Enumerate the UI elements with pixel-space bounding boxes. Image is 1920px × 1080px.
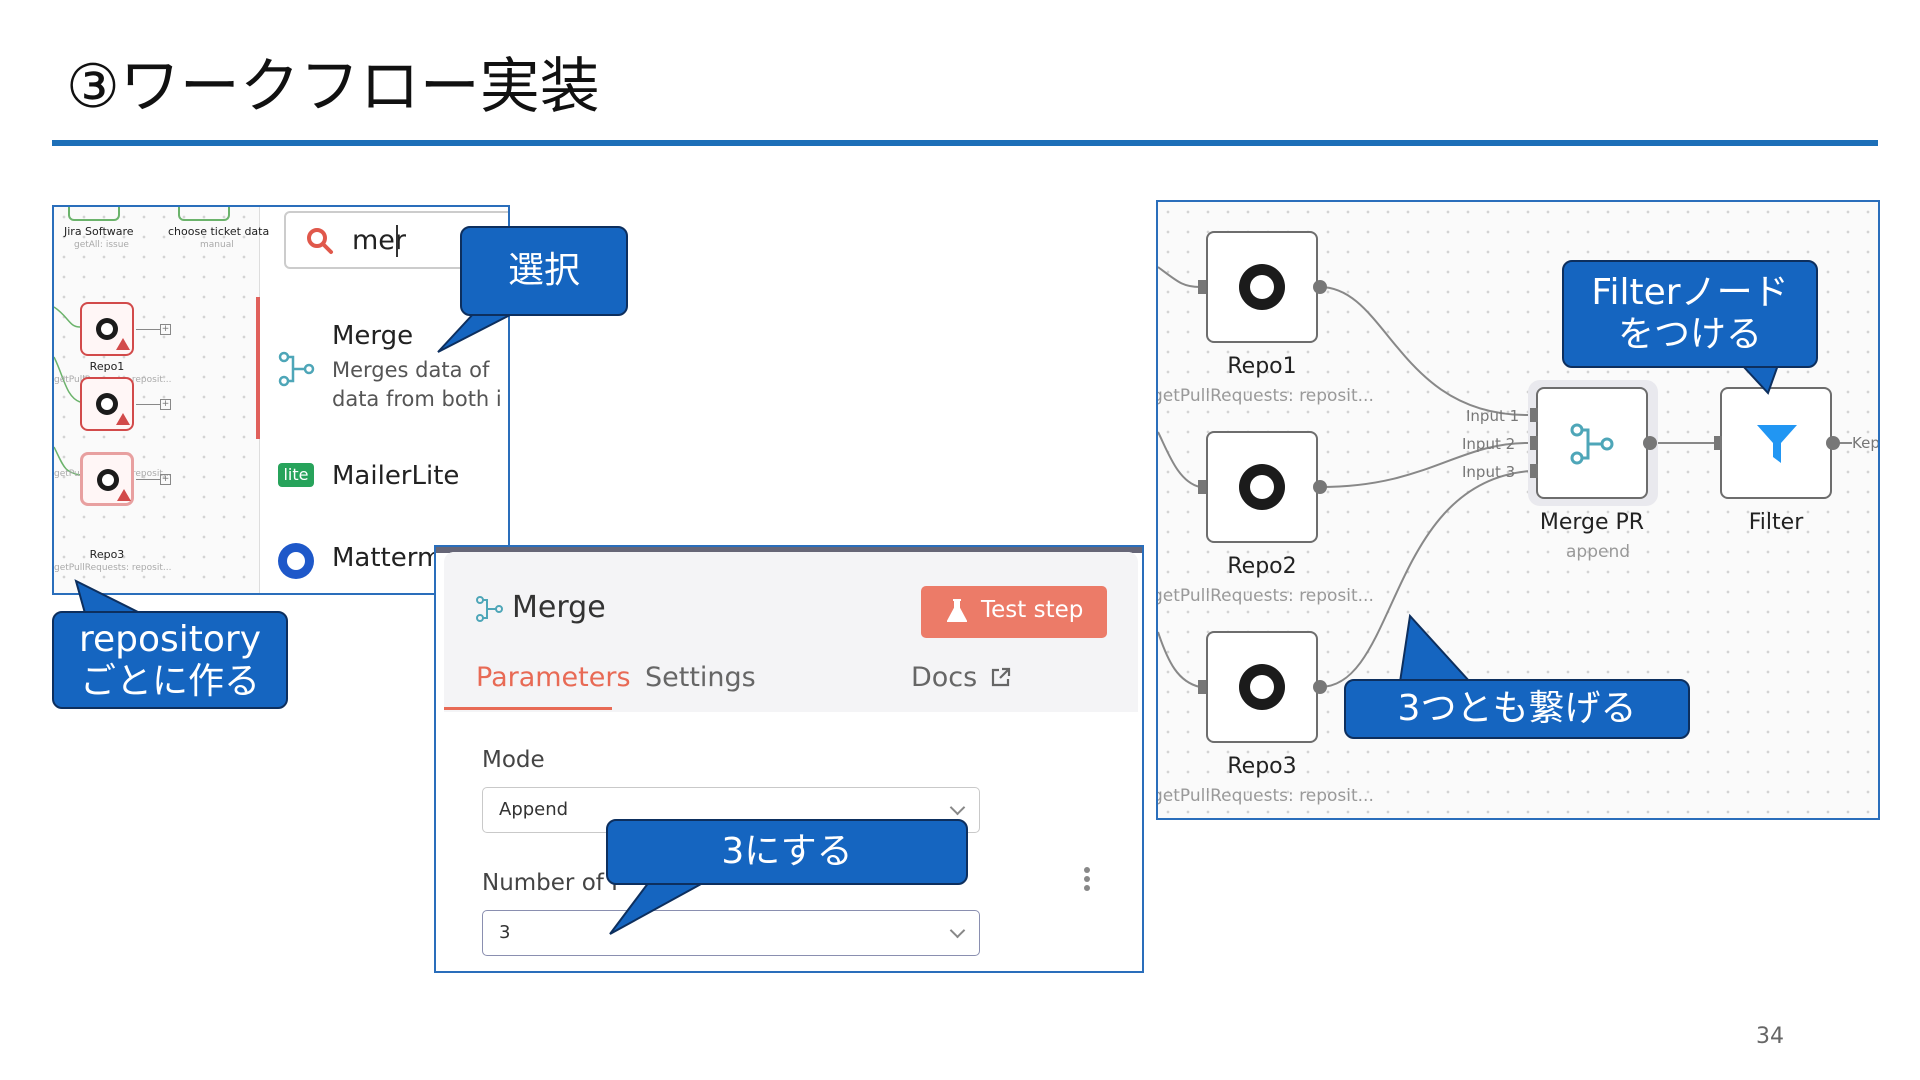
mini-repo3-node[interactable] bbox=[80, 452, 134, 506]
merge-icon bbox=[1570, 423, 1614, 465]
text-caret bbox=[396, 225, 398, 257]
jira-node-sub: getAll: issue bbox=[74, 240, 129, 250]
merge-pr-sub: append bbox=[1566, 542, 1631, 562]
github-icon bbox=[96, 318, 118, 340]
output-port[interactable] bbox=[1643, 436, 1657, 450]
github-icon bbox=[1239, 464, 1285, 510]
repo3-sub: getPullRequests: reposit... bbox=[1156, 786, 1374, 806]
output-port[interactable] bbox=[1313, 480, 1327, 494]
input-1-label: Input 1 bbox=[1466, 407, 1520, 425]
page-number: 34 bbox=[1756, 1024, 1784, 1049]
merge-pr-label: Merge PR bbox=[1539, 510, 1645, 535]
add-node-plus-icon[interactable]: + bbox=[160, 324, 171, 335]
mini-repo3-label: Repo3 bbox=[89, 548, 125, 561]
tab-settings[interactable]: Settings bbox=[645, 662, 756, 693]
repo2-node[interactable] bbox=[1206, 431, 1318, 543]
workflow-connections bbox=[1158, 266, 1852, 688]
callout-select-text: 選択 bbox=[507, 250, 580, 291]
choose-ticket-sub: manual bbox=[200, 240, 234, 250]
mode-value: Append bbox=[499, 799, 569, 820]
callout-repository-line1: repository bbox=[78, 619, 262, 660]
slide-title: ③ワークフロー実装 bbox=[66, 52, 600, 122]
jira-node-label: Jira Software bbox=[64, 225, 134, 238]
node-picker-screenshot: Jira Software getAll: issue choose ticke… bbox=[52, 205, 510, 595]
result-merge-desc-line2: data from both i bbox=[332, 387, 502, 411]
input-2-label: Input 2 bbox=[1462, 435, 1516, 453]
repo2-sub: getPullRequests: reposit... bbox=[1156, 586, 1374, 606]
choose-ticket-node-stub[interactable] bbox=[178, 207, 230, 221]
tab-docs[interactable]: Docs bbox=[911, 662, 1012, 693]
repo1-label: Repo1 bbox=[1227, 354, 1297, 379]
callout-set-three: 3にする bbox=[606, 819, 968, 885]
title-rule bbox=[52, 140, 1878, 146]
merge-node-panel: Merge Test step Parameters Settings Docs… bbox=[444, 552, 1138, 971]
number-inputs-label: Number of I bbox=[482, 870, 618, 896]
repo1-node[interactable] bbox=[1206, 231, 1318, 343]
mini-repo1-node[interactable] bbox=[80, 302, 134, 356]
number-inputs-value: 3 bbox=[499, 922, 511, 943]
docs-label: Docs bbox=[911, 662, 978, 693]
warning-icon bbox=[117, 489, 131, 501]
flask-icon bbox=[947, 599, 967, 622]
result-mailerlite-title[interactable]: MailerLite bbox=[332, 461, 460, 491]
number-inputs-select[interactable]: 3 bbox=[482, 910, 980, 956]
result-merge-title[interactable]: Merge bbox=[332, 321, 414, 351]
callout-set-three-text: 3にする bbox=[721, 831, 853, 872]
test-step-button[interactable]: Test step bbox=[921, 586, 1107, 638]
selected-result-indicator bbox=[256, 297, 260, 439]
options-kebab-icon[interactable] bbox=[1084, 867, 1090, 891]
merge-pr-node[interactable] bbox=[1536, 387, 1648, 499]
merge-icon bbox=[476, 596, 503, 622]
add-node-plus-icon[interactable]: + bbox=[160, 399, 171, 410]
github-icon bbox=[1239, 664, 1285, 710]
warning-icon bbox=[116, 338, 130, 350]
filter-icon bbox=[1757, 425, 1797, 463]
panel-title: Merge bbox=[512, 590, 606, 625]
github-icon bbox=[1239, 264, 1285, 310]
github-icon bbox=[96, 393, 118, 415]
output-port[interactable] bbox=[1313, 280, 1327, 294]
tab-parameters[interactable]: Parameters bbox=[476, 662, 631, 693]
add-node-plus-icon[interactable]: + bbox=[160, 474, 171, 485]
filter-node[interactable] bbox=[1720, 387, 1832, 499]
mini-workflow-canvas: Jira Software getAll: issue choose ticke… bbox=[54, 207, 269, 593]
active-tab-underline bbox=[444, 707, 612, 710]
callout-add-filter-line2: をつける bbox=[1617, 314, 1762, 355]
mailerlite-icon: lite bbox=[278, 463, 314, 487]
warning-icon bbox=[116, 413, 130, 425]
filter-kept-output-label: Kep bbox=[1852, 434, 1880, 452]
choose-ticket-label: choose ticket data bbox=[168, 225, 270, 238]
test-step-label: Test step bbox=[981, 597, 1084, 623]
merge-node-panel-screenshot: Merge Test step Parameters Settings Docs… bbox=[434, 545, 1144, 973]
repo3-label: Repo3 bbox=[1227, 754, 1297, 779]
mini-repo1-label: Repo1 bbox=[89, 360, 125, 373]
repo2-label: Repo2 bbox=[1227, 554, 1297, 579]
callout-connect-all-text: 3つとも繋げる bbox=[1397, 688, 1637, 729]
callout-connect-all: 3つとも繋げる bbox=[1344, 679, 1690, 739]
callout-select: 選択 bbox=[460, 226, 628, 316]
github-icon bbox=[97, 469, 119, 491]
mattermost-icon bbox=[278, 543, 314, 579]
callout-add-filter: Filterノード をつける bbox=[1562, 260, 1818, 368]
mode-label: Mode bbox=[482, 747, 545, 773]
external-link-icon bbox=[991, 667, 1010, 687]
jira-node-stub[interactable] bbox=[68, 207, 120, 221]
mini-repo2-node[interactable] bbox=[80, 377, 134, 431]
result-mattermost-title[interactable]: Matterm bbox=[332, 543, 443, 573]
output-port[interactable] bbox=[1826, 436, 1840, 450]
callout-add-filter-line1: Filterノード bbox=[1591, 272, 1789, 313]
merge-icon bbox=[278, 351, 315, 387]
mini-connections bbox=[54, 306, 81, 476]
mini-repo3-sub: getPullRequests: reposit... bbox=[54, 563, 172, 573]
filter-label: Filter bbox=[1748, 510, 1804, 535]
output-port[interactable] bbox=[1313, 680, 1327, 694]
search-icon bbox=[307, 228, 333, 254]
repo1-sub: getPullRequests: reposit... bbox=[1156, 386, 1374, 406]
callout-repository-line2: ごとに作る bbox=[79, 661, 260, 702]
callout-repository: repository ごとに作る bbox=[52, 611, 288, 709]
result-merge-desc-line1: Merges data of bbox=[332, 358, 490, 382]
input-3-label: Input 3 bbox=[1462, 463, 1516, 481]
